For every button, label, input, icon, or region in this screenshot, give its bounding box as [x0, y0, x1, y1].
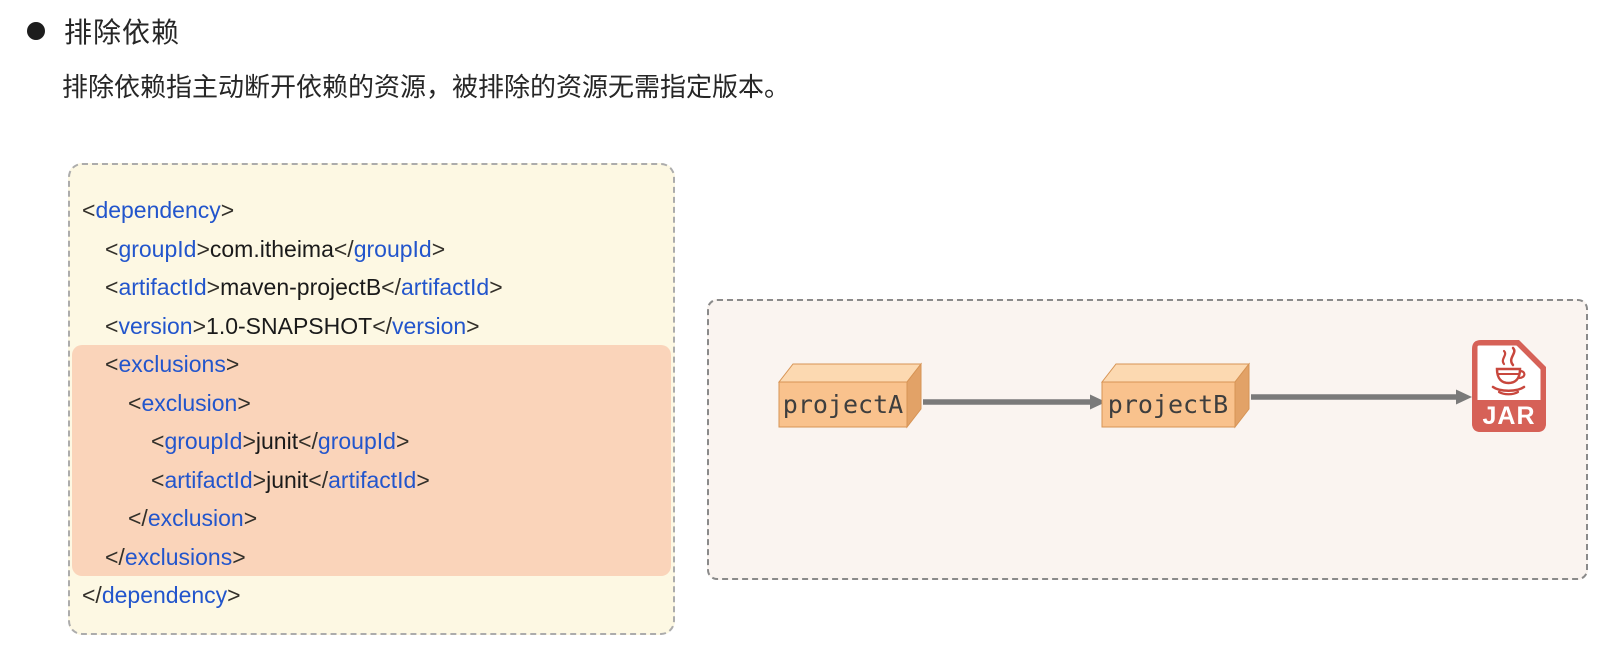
- project-a-box: projectA: [777, 362, 923, 429]
- project-a-label: projectA: [783, 390, 903, 419]
- code-line: <version>1.0-SNAPSHOT</version>: [105, 312, 480, 339]
- page-title: 排除依赖: [64, 17, 181, 48]
- xml-code-block: <dependency> <groupId>com.itheima</groupI…: [68, 163, 675, 635]
- section-header: 排除依赖: [27, 11, 180, 51]
- box-front-face: [1101, 381, 1236, 428]
- box-front-face: [778, 381, 908, 428]
- code-line: <exclusion>: [72, 383, 671, 422]
- code-line: <groupId>junit</groupId>: [72, 422, 671, 461]
- intro-text: 排除依赖指主动断开依赖的资源，被排除的资源无需指定版本。: [62, 72, 791, 102]
- dependency-diagram-panel: projectA projectB: [707, 299, 1588, 580]
- project-b-label: projectB: [1108, 390, 1228, 419]
- code-line: </exclusions>: [72, 537, 671, 576]
- jar-band: [1472, 400, 1546, 432]
- arrow-b-to-jar-icon: [1251, 389, 1472, 405]
- bullet-icon: [27, 22, 45, 40]
- project-b-box: projectB: [1100, 362, 1251, 429]
- code-line: <exclusions>: [72, 345, 671, 384]
- code-line: <artifactId>junit</artifactId>: [72, 460, 671, 499]
- jar-label: JAR: [1482, 402, 1535, 430]
- arrow-head: [1456, 389, 1472, 405]
- jar-page: [1477, 345, 1541, 406]
- code-lines: <dependency> <groupId>com.itheima</groupI…: [72, 191, 671, 615]
- code-line: </dependency>: [82, 582, 241, 608]
- arrow-a-to-b-icon: [923, 394, 1106, 410]
- java-cup-icon: [1491, 346, 1526, 396]
- diagram-svg: projectA projectB: [777, 340, 1546, 432]
- code-line: <groupId>com.itheima</groupId>: [105, 235, 446, 262]
- code-line: <artifactId>maven-projectB</artifactId>: [105, 274, 503, 300]
- code-line: </exclusion>: [72, 499, 671, 538]
- arrow-head: [1090, 394, 1106, 410]
- jar-file-icon: JAR: [1472, 340, 1546, 432]
- box-top-face: [777, 363, 923, 383]
- code-line: <dependency>: [82, 197, 235, 223]
- box-top-face: [1100, 363, 1251, 383]
